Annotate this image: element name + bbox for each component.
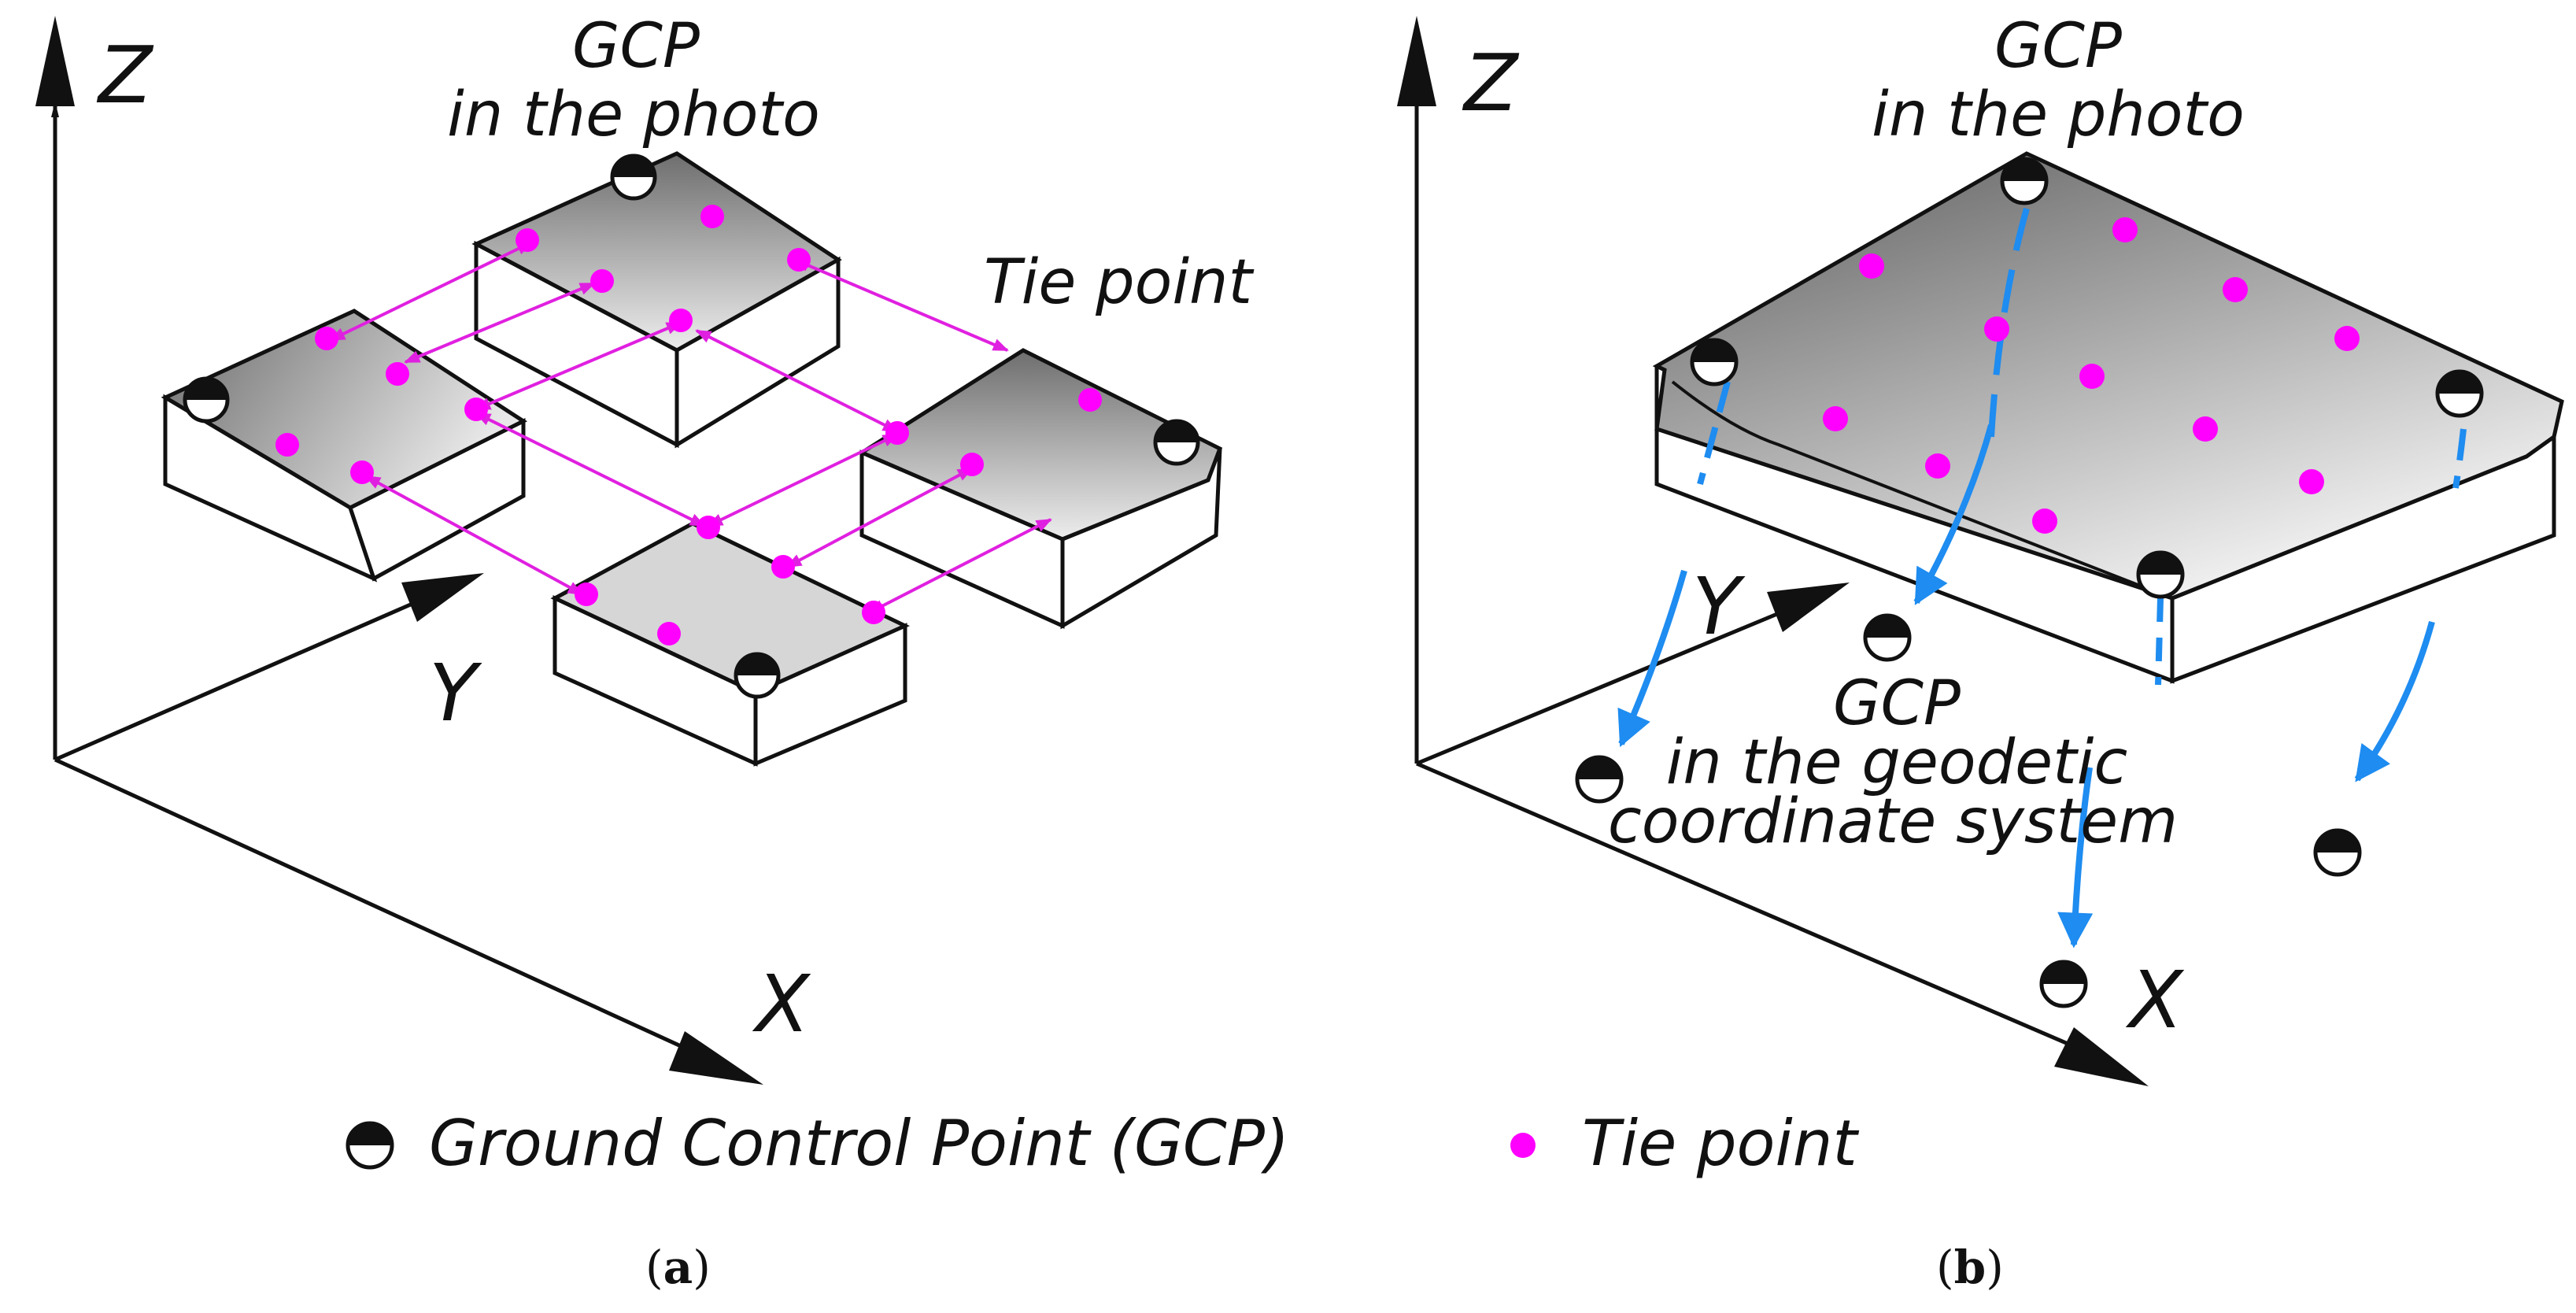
projection-arrow xyxy=(2452,428,2467,489)
projection-arrow xyxy=(1913,423,1994,605)
axis-label-z-b: Z xyxy=(1462,37,1520,129)
gcp-marker xyxy=(2039,960,2088,1008)
tie-arrow xyxy=(475,412,706,527)
tie-label-a: Tie point xyxy=(984,247,1254,318)
panel-a: Z Y X GCP in the photo Tie point (a) xyxy=(35,11,1254,1294)
tie-points-b xyxy=(1823,217,2360,534)
gcp-geo-label-line1: GCP xyxy=(1833,668,1961,739)
photo-block-bottom xyxy=(550,521,910,767)
gcp-photo-label-b-line1: GCP xyxy=(1994,11,2122,82)
projection-arrow xyxy=(1988,207,2030,438)
projection-arrow xyxy=(1697,380,1731,486)
gcp-geo-label-line3: coordinate system xyxy=(1608,786,2178,857)
photo-block-right xyxy=(857,348,1223,630)
gcp-marker xyxy=(2136,550,2185,599)
x-axis-arrowhead-a xyxy=(669,1031,763,1085)
legend-gcp-label: Ground Control Point (GCP) xyxy=(429,1107,1289,1180)
tie-connections xyxy=(329,241,1052,614)
gcp-marker xyxy=(1575,755,1624,804)
x-axis-a xyxy=(54,757,710,1061)
gcp-geo-label-line2: in the geodetic xyxy=(1666,727,2128,798)
legend-gcp-icon xyxy=(346,1121,394,1170)
gcp-label-a-line2: in the photo xyxy=(447,80,820,150)
tie-point xyxy=(669,309,693,332)
projection-arrow xyxy=(2057,767,2094,949)
tie-point xyxy=(2334,326,2360,351)
tie-point xyxy=(771,555,795,579)
tie-point xyxy=(350,460,374,484)
tie-arrow xyxy=(793,258,1009,352)
gcp-marker xyxy=(183,376,230,423)
tie-arrow xyxy=(868,518,1052,614)
tie-point xyxy=(657,622,681,645)
tie-point xyxy=(2223,277,2248,302)
tie-arrow xyxy=(475,321,682,411)
tie-point xyxy=(315,327,338,350)
tie-point xyxy=(1984,316,2009,342)
gcp-marker xyxy=(734,652,781,699)
tie-point xyxy=(862,601,885,624)
legend-tie-label: Tie point xyxy=(1582,1107,1859,1180)
tie-point xyxy=(1823,406,1848,431)
x-axis-arrowhead-b xyxy=(2054,1027,2149,1086)
tie-point xyxy=(1925,453,1950,479)
tie-point xyxy=(275,433,299,457)
y-axis-arrowhead-b xyxy=(1767,583,1850,632)
projection-arrow xyxy=(1617,569,1687,748)
tie-point xyxy=(2112,217,2138,242)
gcp-marker xyxy=(2313,828,2362,877)
tie-point xyxy=(2079,364,2105,389)
gcp-marker xyxy=(2435,369,2484,418)
axis-label-y-b: Y xyxy=(1692,560,1746,653)
tie-point xyxy=(885,421,909,445)
tie-point xyxy=(516,228,539,252)
z-axis-arrowhead-b xyxy=(1397,16,1436,106)
y-axis-arrowhead-a xyxy=(401,573,484,622)
axis-label-z-a: Z xyxy=(96,29,154,121)
y-axis-b xyxy=(1416,608,1787,766)
legend: Ground Control Point (GCP) Tie point xyxy=(346,1107,1859,1180)
tie-point xyxy=(960,453,984,476)
projection-arrow xyxy=(2155,597,2164,686)
caption-b: (b) xyxy=(1936,1241,2004,1294)
caption-a: (a) xyxy=(645,1241,711,1294)
photo-block-left xyxy=(161,309,528,583)
tie-point xyxy=(575,583,598,606)
x-axis-b xyxy=(1416,761,2094,1057)
gcp-marker xyxy=(1863,613,1912,662)
tie-point xyxy=(1078,388,1102,412)
tie-point xyxy=(2193,416,2218,442)
tie-points-a xyxy=(275,205,1102,645)
axis-label-x-a: X xyxy=(752,958,811,1050)
axis-label-y-a: Y xyxy=(429,647,482,739)
tie-point xyxy=(700,205,724,228)
panel-b: Z Y X GCP in the photo GCP in the geodet… xyxy=(1397,11,2564,1294)
gcp-label-a-line1: GCP xyxy=(572,11,700,82)
tie-point xyxy=(2299,469,2324,494)
tie-arrow xyxy=(695,329,899,433)
tie-point xyxy=(2032,509,2057,534)
gcp-marker xyxy=(2000,157,2049,205)
z-axis-arrowhead-a xyxy=(35,16,75,106)
gcp-marker xyxy=(1153,419,1200,466)
projection-arrow xyxy=(2354,620,2435,782)
photo-block-top xyxy=(471,151,842,449)
tie-arrow xyxy=(785,467,974,568)
tie-point xyxy=(787,248,811,272)
axis-label-x-b: X xyxy=(2125,954,2185,1046)
y-axis-a xyxy=(54,596,426,762)
gcp-photo-label-b-line2: in the photo xyxy=(1872,80,2245,150)
tie-point xyxy=(464,398,488,421)
tie-point xyxy=(1859,253,1884,279)
legend-tie-icon xyxy=(1510,1133,1536,1158)
projection-arrows xyxy=(1617,207,2467,949)
tie-point xyxy=(697,516,720,539)
gcp-marker xyxy=(1690,338,1739,387)
gcp-marker xyxy=(610,153,657,201)
tie-point xyxy=(386,362,409,386)
tie-point xyxy=(590,269,614,293)
tie-arrow xyxy=(364,475,584,596)
